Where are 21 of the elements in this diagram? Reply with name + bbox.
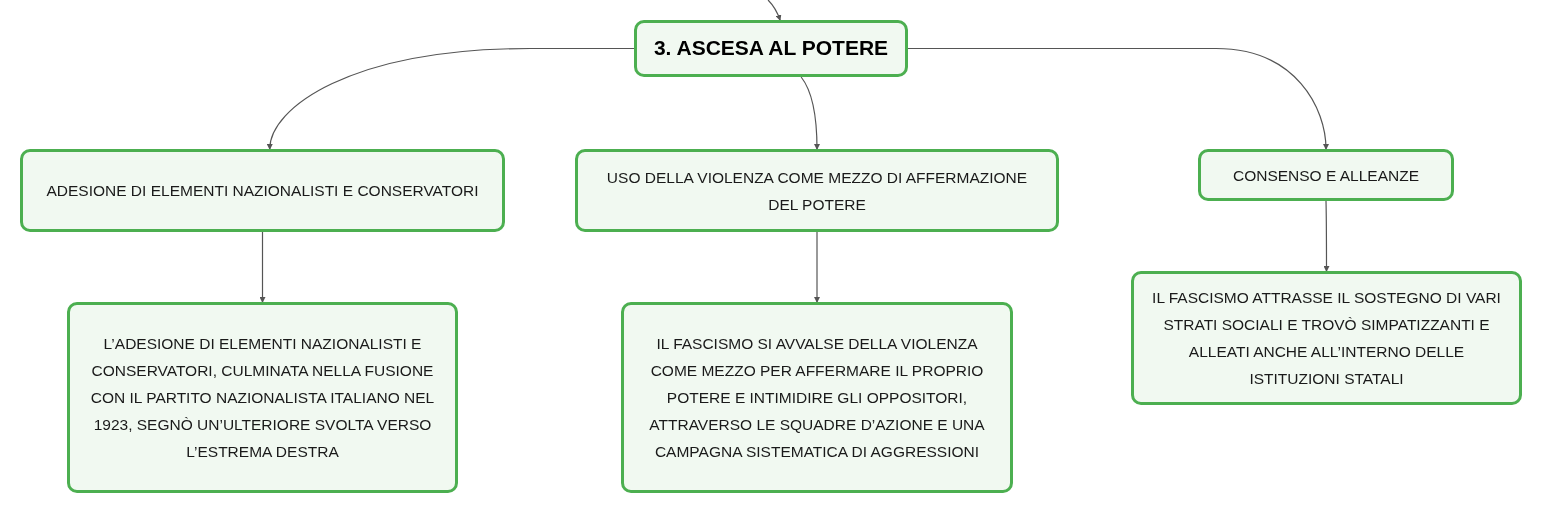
connector-arrow xyxy=(267,47,635,150)
topic-box xyxy=(634,20,908,77)
subtopic-box xyxy=(1198,149,1454,201)
connector-arrow xyxy=(814,231,820,303)
subtopic-box xyxy=(1131,271,1522,405)
subtopic-box xyxy=(67,302,458,493)
topic-text: CONSENSO E ALLEANZE xyxy=(1232,165,1420,186)
connector-arrow xyxy=(907,47,1329,150)
topic-text: IL FASCISMO SI AVVALSE DELLA VIOLENZA COME MEZZO PER AFFERMARE IL PROPRIO POTERE E INTIMIDIRE GLI OPPOSITORI, ATTRAVERSO LE SQUADRE D’AZIONE E UNA CAMPAGNA SISTEMATICA DI AGGRESSIONI xyxy=(648,334,986,462)
connector-arrow xyxy=(800,76,820,150)
subtopic-box xyxy=(621,302,1013,493)
subtopic-box xyxy=(575,149,1059,232)
topic-title: 3. ASCESA AL POTERE xyxy=(653,35,889,62)
connector-arrow xyxy=(259,231,266,303)
topic-text: ADESIONE DI ELEMENTI NAZIONALISTI E CONSERVATORI xyxy=(46,181,479,201)
topic-text: L’ADESIONE DI ELEMENTI NAZIONALISTI E CONSERVATORI, CULMINATA NELLA FUSIONE CON IL PARTITO NAZIONALISTA ITALIANO NEL 1923, SEGNÒ UN’ULTERIORE SVOLTA VERSO L’ESTREMA DESTRA xyxy=(89,334,436,462)
topic-text: USO DELLA VIOLENZA COME MEZZO DI AFFERMAZIONE DEL POTERE xyxy=(605,167,1029,215)
connector-arrow xyxy=(1323,200,1330,272)
topic-text: IL FASCISMO ATTRASSE IL SOSTEGNO DI VARI STRATI SOCIALI E TROVÒ SIMPATIZZANTI E ALLEATI ANCHE ALL’INTERNO DELLE ISTITUZIONI STATALI xyxy=(1151,288,1502,389)
connector-arrow xyxy=(767,0,782,21)
subtopic-box xyxy=(20,149,505,232)
